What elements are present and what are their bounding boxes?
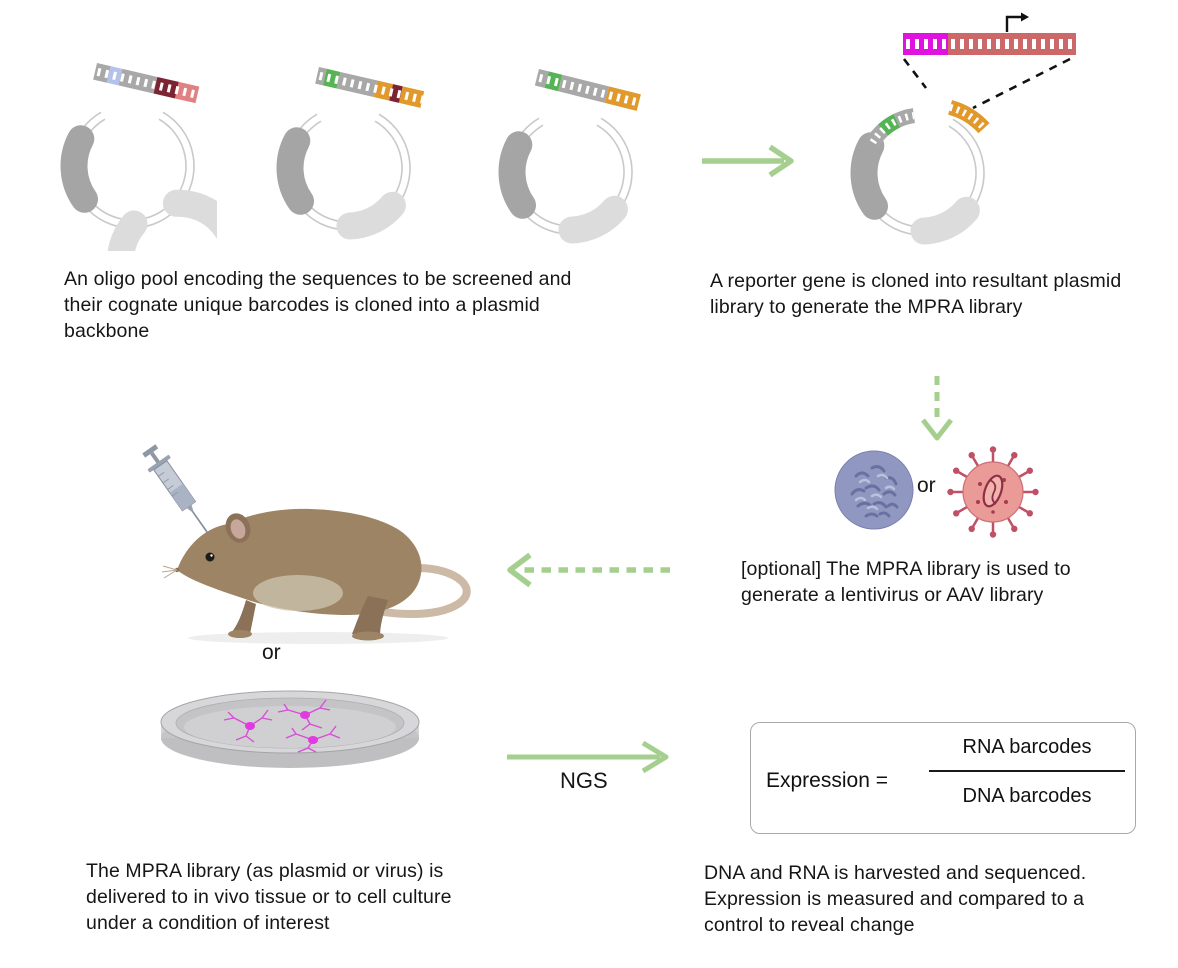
formula-fraction: RNA barcodes DNA barcodes [929, 736, 1125, 808]
mouse-icon [161, 508, 471, 641]
virus-pair-illustration [834, 446, 1039, 538]
oligo-insert-1-icon [93, 63, 200, 104]
expression-formula-box: Expression = RNA barcodes DNA barcodes [750, 722, 1136, 834]
caption-optional-virus: [optional] The MPRA library is used to g… [741, 558, 1071, 606]
reporter-construct-icon [903, 12, 1076, 55]
caption-reporter: A reporter gene is cloned into resultant… [710, 270, 1122, 318]
formula-numerator: RNA barcodes [929, 736, 1125, 772]
ngs-arrow-icon [507, 740, 669, 774]
caption-readout: DNA and RNA is harvested and sequenced. … [704, 862, 1087, 936]
arrow-down-dashed-icon [921, 376, 953, 441]
caption-oligo-pool: An oligo pool encoding the sequences to … [64, 268, 572, 342]
oligo-insert-3-icon [534, 69, 641, 111]
oligo-insert-2-icon [315, 67, 425, 108]
aav-virus-icon [834, 450, 914, 530]
or-label-virus: or [917, 474, 936, 497]
neurons-icon [223, 699, 341, 753]
arrow-left-dashed-icon [507, 552, 670, 588]
tss-arrow-icon [1005, 12, 1029, 32]
syringe-icon [142, 444, 212, 538]
or-label-delivery: or [262, 641, 281, 664]
formula-lhs: Expression = [766, 769, 888, 792]
arrow-right-icon [702, 144, 794, 178]
caption-delivery: The MPRA library (as plasmid or virus) i… [86, 860, 452, 934]
dashed-connector-right [972, 57, 1071, 110]
ngs-label: NGS [560, 768, 608, 793]
plasmid-1-icon [60, 63, 217, 251]
petri-dish-icon [160, 690, 420, 768]
lentivirus-icon [947, 446, 1039, 538]
plasmid-3-icon [498, 69, 641, 244]
mpra-plasmid-icon [850, 12, 1076, 245]
mouse-tail [352, 564, 471, 618]
plasmid-2-icon [276, 67, 425, 240]
dashed-connector-left [902, 58, 928, 89]
enhancer-arc-icon [866, 108, 916, 147]
formula-denominator: DNA barcodes [962, 785, 1092, 807]
barcode-arc-icon [947, 100, 990, 134]
mouse-injection-icon [142, 444, 471, 644]
